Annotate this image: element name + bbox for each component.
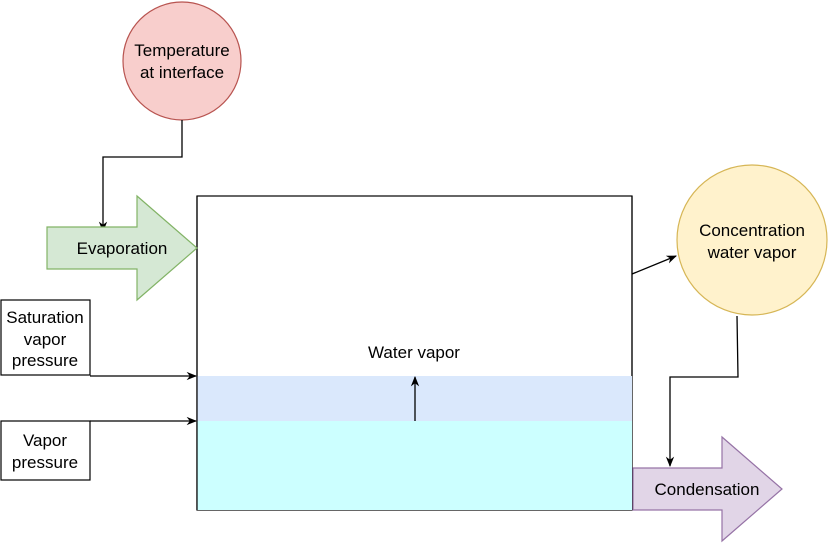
svg-text:pressure: pressure bbox=[12, 351, 78, 370]
svg-text:Temperature: Temperature bbox=[134, 41, 229, 60]
condensation-node: Condensation bbox=[632, 435, 783, 543]
temperature-circle bbox=[122, 1, 242, 121]
vapor-pressure-node: Vapor pressure bbox=[0, 420, 91, 481]
concentration-circle bbox=[676, 164, 828, 316]
svg-text:Vapor: Vapor bbox=[23, 431, 67, 450]
concentration-to-condensation-connector bbox=[665, 315, 739, 468]
svg-text:water vapor: water vapor bbox=[707, 243, 797, 262]
saturation-box bbox=[0, 299, 91, 376]
water-layer bbox=[197, 421, 632, 510]
chamber-to-concentration-connector bbox=[631, 255, 677, 275]
temperature-node: Temperature at interface bbox=[122, 1, 242, 121]
svg-text:vapor: vapor bbox=[24, 330, 67, 349]
chamber-label: Water vapor bbox=[368, 343, 460, 362]
svg-text:Condensation: Condensation bbox=[655, 480, 760, 499]
svg-text:Evaporation: Evaporation bbox=[77, 239, 168, 258]
svg-text:at interface: at interface bbox=[140, 63, 224, 82]
svg-text:Saturation: Saturation bbox=[6, 308, 84, 327]
saturation-node: Saturation vapor pressure bbox=[0, 299, 91, 376]
evaporation-node: Evaporation bbox=[46, 194, 198, 302]
chamber: Water vapor bbox=[196, 195, 633, 511]
evaporation-arrow-shape bbox=[46, 194, 198, 302]
temperature-to-evaporation-connector bbox=[98, 120, 183, 233]
condensation-arrow-shape bbox=[632, 435, 783, 543]
vapor-pressure-box bbox=[0, 420, 91, 481]
concentration-node: Concentration water vapor bbox=[676, 164, 828, 316]
svg-text:Concentration: Concentration bbox=[699, 221, 805, 240]
svg-text:pressure: pressure bbox=[12, 453, 78, 472]
